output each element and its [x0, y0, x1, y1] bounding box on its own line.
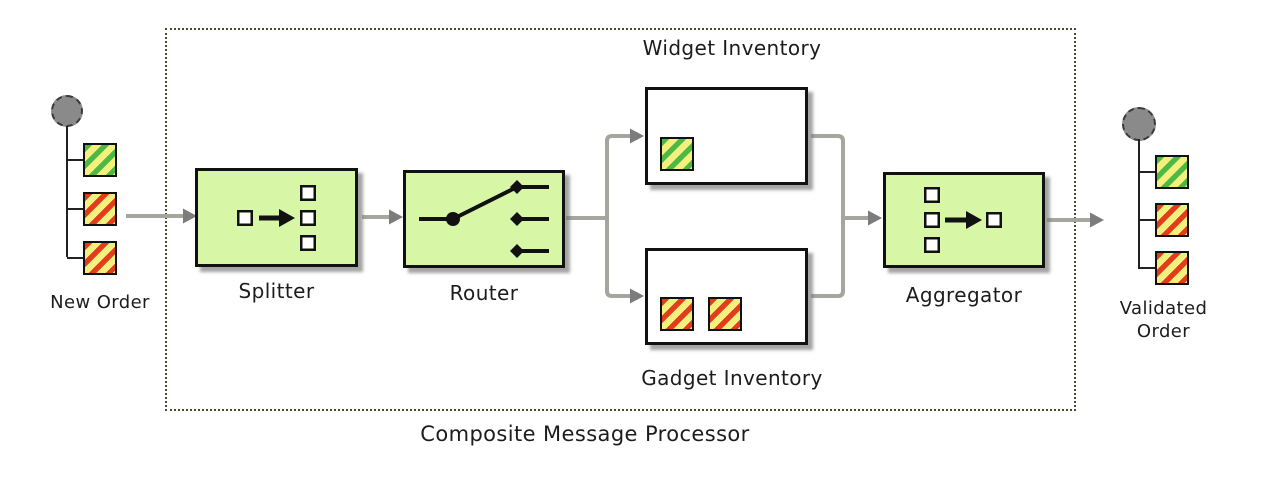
red-striped-message-icon — [67, 192, 117, 226]
red-striped-message-icon — [67, 241, 117, 275]
splitter-box — [195, 168, 358, 267]
green-striped-message-icon — [67, 143, 117, 177]
red-striped-message-icon — [1139, 203, 1189, 237]
new-order-root-icon — [51, 95, 83, 127]
red-striped-message-icon — [660, 297, 694, 331]
composite-processor-title: Composite Message Processor — [420, 422, 750, 446]
new-order-tree-line — [66, 126, 68, 257]
arrowhead-to-output — [1090, 212, 1104, 228]
widget-inventory-messages — [660, 137, 694, 171]
gadget-inventory-box — [645, 248, 808, 345]
router-box — [403, 170, 565, 268]
aggregator-box — [883, 172, 1045, 268]
red-striped-message-icon — [1139, 251, 1189, 285]
new-order-label: New Order — [50, 292, 150, 313]
aggregator-icon — [924, 187, 1002, 253]
widget-inventory-label: Widget Inventory — [642, 36, 822, 60]
gadget-inventory-messages — [660, 297, 742, 331]
aggregator-label: Aggregator — [905, 283, 1023, 307]
gadget-inventory-label: Gadget Inventory — [641, 366, 823, 390]
new-order-messages — [67, 143, 117, 275]
green-striped-message-icon — [660, 137, 694, 171]
widget-inventory-box — [645, 87, 808, 185]
validated-order-label: Validated Order — [1119, 298, 1208, 342]
splitter-icon — [236, 184, 316, 251]
validated-order-root-icon — [1122, 107, 1156, 141]
red-striped-message-icon — [708, 297, 742, 331]
validated-order-messages — [1139, 155, 1189, 285]
green-striped-message-icon — [1139, 155, 1189, 189]
splitter-label: Splitter — [238, 279, 315, 303]
validated-order-tree-line — [1138, 139, 1140, 269]
router-icon — [419, 180, 549, 258]
router-label: Router — [449, 281, 519, 305]
